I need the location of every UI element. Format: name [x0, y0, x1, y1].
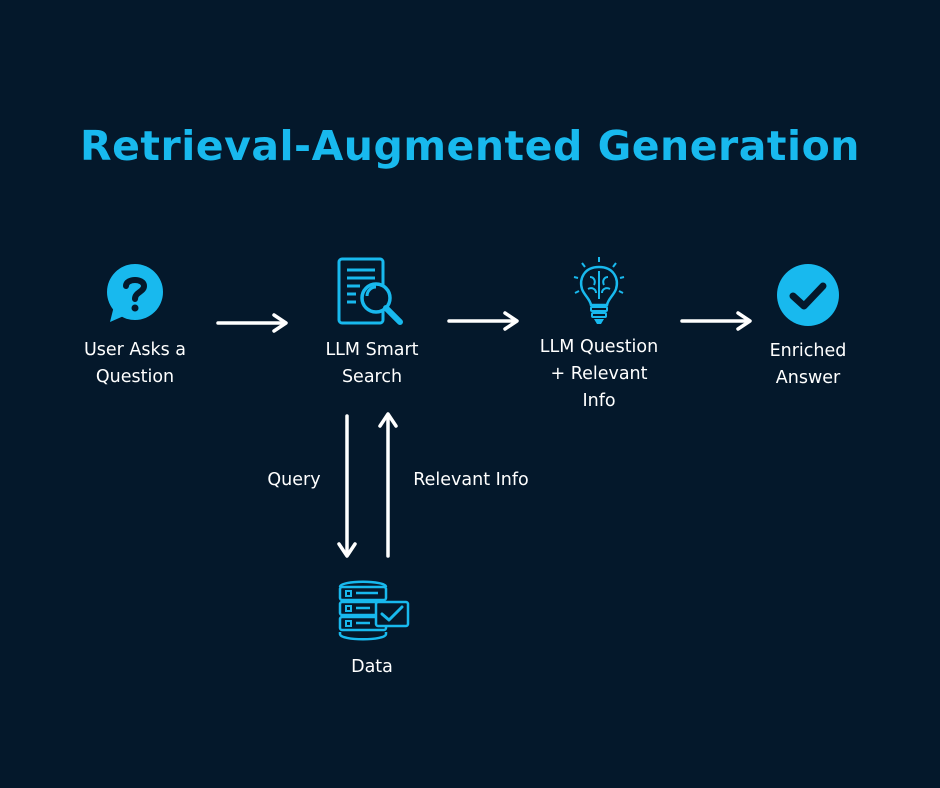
edge-query-label: Query	[267, 470, 321, 490]
arrow-data-to-search	[378, 412, 398, 558]
edge-relevant-label: Relevant Info	[413, 470, 529, 490]
node-user-label: User Asks a Question	[83, 340, 187, 387]
arrow-search-to-llm	[447, 311, 519, 331]
database-check-icon	[338, 580, 410, 641]
brain-lightbulb-icon	[573, 257, 625, 324]
node-search-label: LLM Smart Search	[325, 340, 419, 387]
arrow-user-to-search	[216, 313, 288, 333]
question-bubble-icon	[107, 264, 163, 322]
node-answer-label: Enriched Answer	[769, 341, 847, 388]
checkmark-circle-icon	[777, 264, 839, 326]
node-data-label: Data	[351, 657, 393, 677]
arrow-search-to-data	[337, 414, 357, 558]
diagram-title: Retrieval-Augmented Generation	[80, 122, 860, 170]
arrow-llm-to-answer	[680, 311, 752, 331]
node-llm-label: LLM Question + Relevant Info	[539, 337, 659, 411]
document-search-icon	[337, 257, 403, 325]
